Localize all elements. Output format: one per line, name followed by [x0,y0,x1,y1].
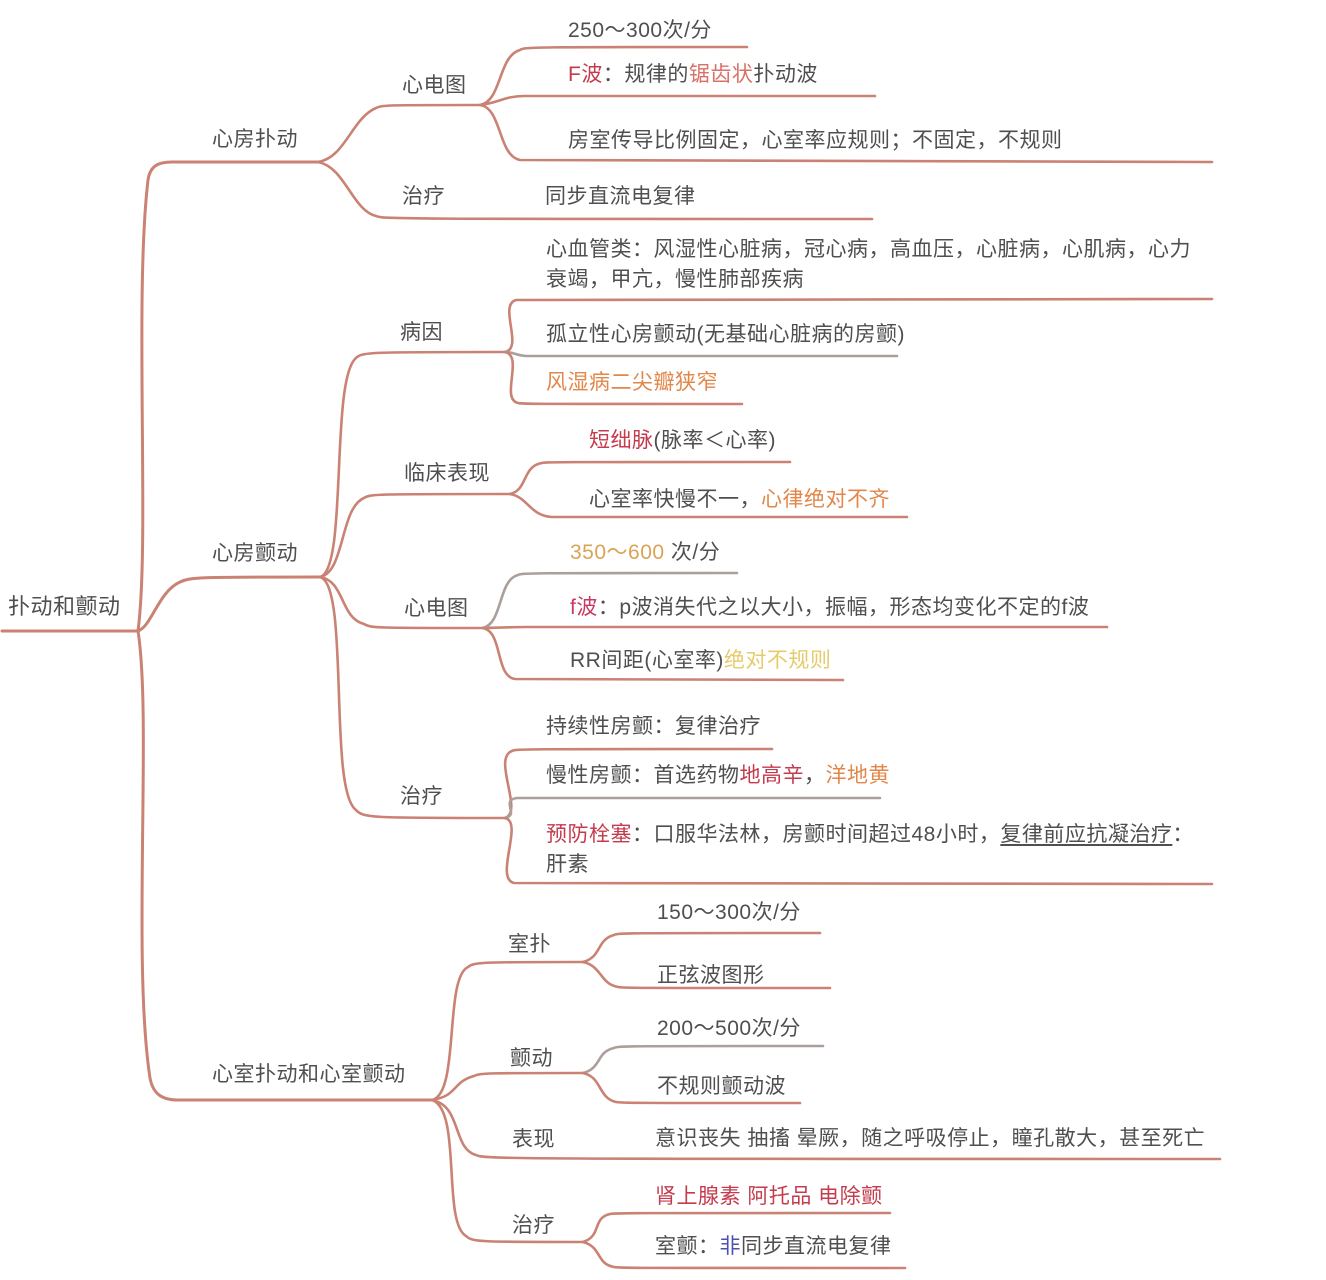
embolism-prevention-term: 预防栓塞 [546,823,632,846]
node-f-wave[interactable]: F波：规律的锯齿状扑动波 [568,61,818,89]
node-rate-variation[interactable]: 心室率快慢不一，心律绝对不齐 [589,486,890,514]
node-treatment-2[interactable]: 治疗 [400,785,443,808]
pulse-deficit-text: (脉率＜心率) [653,429,776,452]
node-pulse-deficit[interactable]: 短绌脉(脉率＜心率) [589,427,776,455]
v-fib-treatment-label: 室颤： [655,1235,720,1258]
connector-ecg1-to-av [478,103,1214,164]
node-fib-rate-atrial[interactable]: 350～600 次/分 [570,539,720,567]
connector-flutter-to-ecg [316,103,482,164]
node-treatment-3[interactable]: 治疗 [512,1214,555,1237]
connector-vflutter-to-sine [581,960,832,990]
connector-clinical-to-pulse [508,460,792,496]
connector-ecg2-to-fwave [481,625,1109,630]
node-isolated-af[interactable]: 孤立性心房颤动(无基础心脏病的房颤) [546,323,905,346]
node-treatment-1[interactable]: 治疗 [402,185,445,208]
node-atrial-flutter[interactable]: 心房扑动 [212,128,298,151]
f-wave-2-term: f波 [570,596,598,619]
connector-root-to-flutter [136,160,320,633]
node-v-fib-rate[interactable]: 200～500次/分 [657,1017,801,1040]
node-embolism-prevention[interactable]: 预防栓塞：口服华法林，房颤时间超过48小时，复律前应抗凝治疗：肝素 [546,820,1196,880]
node-v-flutter-rate[interactable]: 150～300次/分 [657,901,801,924]
node-root[interactable]: 扑动和颤动 [8,594,121,619]
connector-ecg2-to-rr [481,626,845,682]
embolism-prevention-text: ：口服华法林，房颤时间超过48小时， [632,823,1001,846]
connector-fib-to-treatment [318,575,507,820]
node-ecg-2[interactable]: 心电图 [404,597,469,620]
node-f-wave-2[interactable]: f波：p波消失代之以大小，振幅，形态均变化不定的f波 [570,594,1089,622]
connector-ventricular-to-manifestation [430,1098,1222,1161]
node-irregular-wave[interactable]: 不规则颤动波 [657,1075,786,1098]
embolism-prevention-anticoag: 复律前应抗凝治疗 [1000,823,1173,846]
node-ecg-1[interactable]: 心电图 [402,74,467,97]
chronic-af-text: 慢性房颤：首选药物 [546,764,740,787]
v-fib-treatment-text: 同步直流电复律 [741,1235,892,1258]
node-chronic-af[interactable]: 慢性房颤：首选药物地高辛，洋地黄 [546,762,890,790]
node-manifestation-text[interactable]: 意识丧失 抽搐 晕厥，随之呼吸停止，瞳孔散大，甚至死亡 [655,1127,1206,1150]
node-av-conduction[interactable]: 房室传导比例固定，心室率应规则；不固定，不规则 [568,129,1063,152]
chronic-af-digitalis: 洋地黄 [825,764,890,787]
node-etiology[interactable]: 病因 [400,321,443,344]
node-v-fib-treatment[interactable]: 室颤：非同步直流电复律 [655,1233,892,1261]
connector-treatment2-to-chronic [503,796,882,820]
connector-etiology-to-isolated [503,350,899,358]
connector-etiology-to-rheumatic [503,350,744,406]
pulse-deficit-term: 短绌脉 [589,429,654,452]
node-persistent-af[interactable]: 持续性房颤：复律治疗 [546,715,761,738]
connector-treatment3-to-drugs [581,1211,892,1244]
f-wave-term: F波 [568,63,603,86]
f-wave-2-text: ：p波消失代之以大小，振幅，形态均变化不定的f波 [597,596,1090,619]
connector-treatment3-to-vfibtx [581,1240,907,1270]
node-v-flutter[interactable]: 室扑 [508,933,551,956]
connector-ventricular-to-treatment [430,1098,585,1244]
node-sync-cardioversion[interactable]: 同步直流电复律 [545,185,696,208]
connector-treatment2-to-prevention [503,816,1214,886]
connector-ecg1-to-rate [478,45,749,107]
node-atrial-fibrillation[interactable]: 心房颤动 [212,542,298,565]
f-wave-sawtooth: 锯齿状 [688,63,754,86]
connector-clinical-to-ratevar [508,492,909,519]
rate-variation-term: 心律绝对不齐 [761,488,890,511]
fib-rate-number: 350～600 [570,541,665,564]
connector-ventricular-to-vfib [430,1071,585,1102]
chronic-af-comma: ， [804,764,826,787]
embolism-prevention-heparin: ：肝素 [546,823,1194,876]
chronic-af-digoxin: 地高辛 [739,764,804,787]
node-rheumatic-stenosis[interactable]: 风湿病二尖瓣狭窄 [546,371,718,394]
rr-interval-term: 绝对不规则 [723,649,832,672]
connector-fib-to-etiology [318,350,507,579]
node-flutter-rate[interactable]: 250～300次/分 [568,19,712,42]
connector-root-to-ventricular [136,629,434,1102]
node-manifestation[interactable]: 表现 [512,1128,555,1151]
node-rr-interval[interactable]: RR间距(心室率)绝对不规则 [570,647,831,675]
rr-interval-text: RR间距(心室率) [570,649,724,672]
f-wave-text-1: ：规律的 [602,63,689,86]
connector-flutter-to-treatment [316,160,874,221]
connector-treatment2-to-persistent [503,747,774,820]
connector-etiology-to-cardio [503,297,1214,354]
fib-rate-unit: 次/分 [664,541,721,564]
connector-ecg2-to-rate [481,571,739,630]
connector-vflutter-to-rate [581,931,822,964]
node-sine-wave[interactable]: 正弦波图形 [657,964,765,987]
node-v-fib[interactable]: 颤动 [510,1047,553,1070]
node-emergency-drugs[interactable]: 肾上腺素 阿托品 电除颤 [655,1185,883,1208]
connector-ecg1-to-fwave [478,94,877,107]
connector-vfib-to-irregular [581,1071,802,1105]
f-wave-text-2: 扑动波 [753,63,818,86]
connector-fib-to-ecg2 [318,575,485,630]
connector-root-to-fib [136,575,322,633]
v-fib-treatment-non: 非 [719,1235,741,1258]
connector-vfib-to-rate [581,1044,825,1075]
node-ventricular[interactable]: 心室扑动和心室颤动 [212,1063,406,1086]
node-clinical[interactable]: 临床表现 [404,462,490,485]
connector-fib-to-clinical [318,492,512,579]
rate-variation-text: 心室率快慢不一， [589,488,761,511]
node-cardiovascular-causes[interactable]: 心血管类：风湿性心脏病，冠心病，高血压，心脏病，心肌病，心力衰竭，甲亢，慢性肺部… [546,238,1191,291]
connector-ventricular-to-vflutter [430,960,585,1102]
